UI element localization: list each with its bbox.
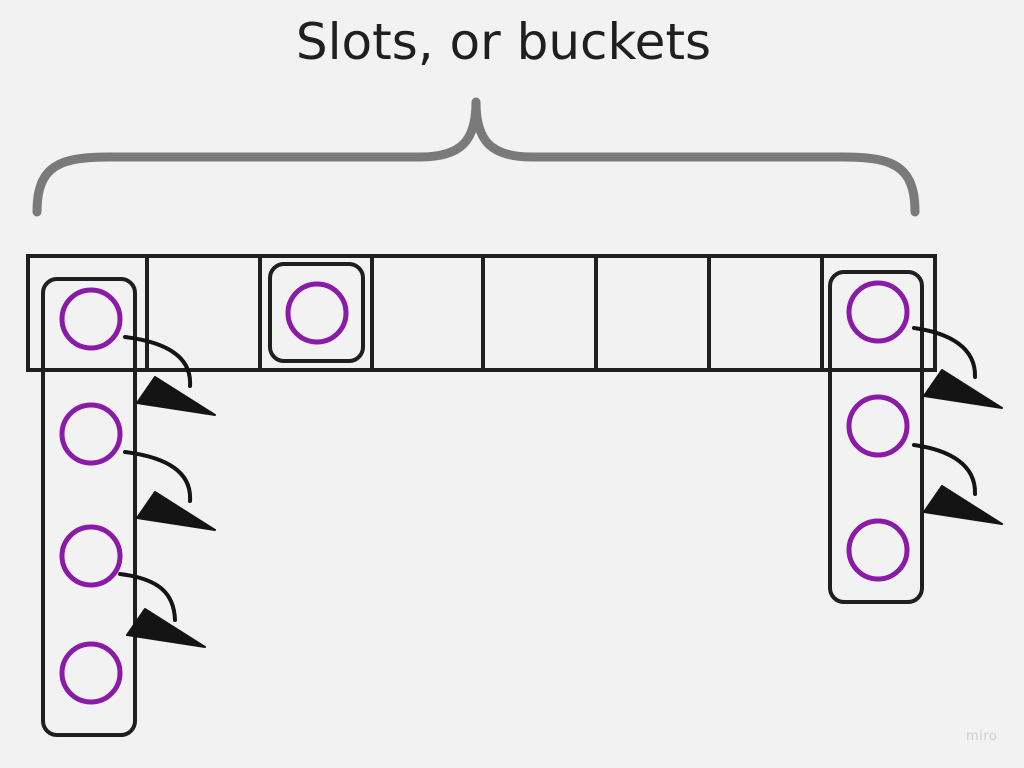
link-arrow (118, 572, 206, 648)
entry-circle (59, 287, 123, 351)
curly-brace (32, 97, 920, 217)
link-arrow (912, 326, 1003, 409)
entry-circles (59, 280, 910, 705)
entry-circle (59, 402, 123, 466)
link-arrow (123, 450, 216, 531)
bucket-container-slot-3 (268, 262, 365, 363)
slot-array (26, 254, 937, 372)
entry-circle (846, 518, 910, 582)
entry-circle (59, 524, 123, 588)
entry-circle (285, 281, 349, 345)
entry-circle (846, 280, 910, 344)
link-arrow (123, 335, 216, 416)
link-arrow (912, 443, 1003, 525)
bucket-container-slot-1 (41, 277, 137, 737)
bucket-container-slot-8 (828, 270, 924, 604)
miro-watermark: miro (966, 729, 998, 744)
diagram-title: Slots, or buckets (295, 13, 712, 71)
entry-circle (59, 641, 123, 705)
entry-circle (846, 394, 910, 458)
